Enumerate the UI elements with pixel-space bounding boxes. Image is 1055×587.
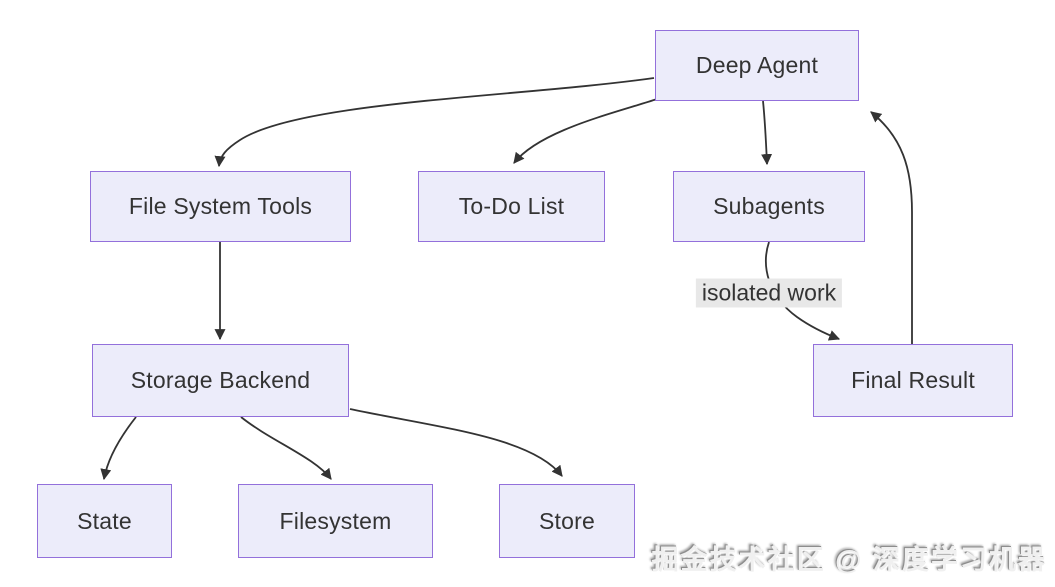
node-label: State [77,507,132,534]
edge-final-result-deep-agent [870,111,913,344]
node-label: Store [539,507,595,534]
node-todo-list: To-Do List [418,171,605,242]
node-subagents: Subagents [673,171,865,242]
node-state: State [37,484,172,558]
node-label: File System Tools [128,193,313,219]
watermark: 掘金技术社区 @ 深度学习机器 [651,545,1047,575]
node-label: Subagents [713,193,825,219]
node-final-result: Final Result [813,344,1013,417]
node-label: Final Result [851,367,975,393]
node-label: Storage Backend [130,367,311,393]
node-storage-backend: Storage Backend [92,344,349,417]
edge-storage-backend-filesystem [240,416,332,480]
edge-label-subagents-final-result: isolated work [695,278,843,308]
node-label: To-Do List [458,193,565,219]
edge-storage-backend-store [349,408,563,477]
node-filesystem: Filesystem [238,484,433,558]
node-file-system-tools: File System Tools [90,171,351,242]
edge-deep-agent-todo-list [513,98,658,164]
edge-subagents-final-result [765,241,841,341]
edge-deep-agent-subagents [761,100,773,166]
node-label: Deep Agent [695,52,819,78]
edge-deep-agent-file-system-tools [214,77,655,168]
node-store: Store [499,484,635,558]
node-label: Filesystem [279,507,392,534]
node-deep-agent: Deep Agent [655,30,859,101]
edge-storage-backend-state [100,416,137,481]
